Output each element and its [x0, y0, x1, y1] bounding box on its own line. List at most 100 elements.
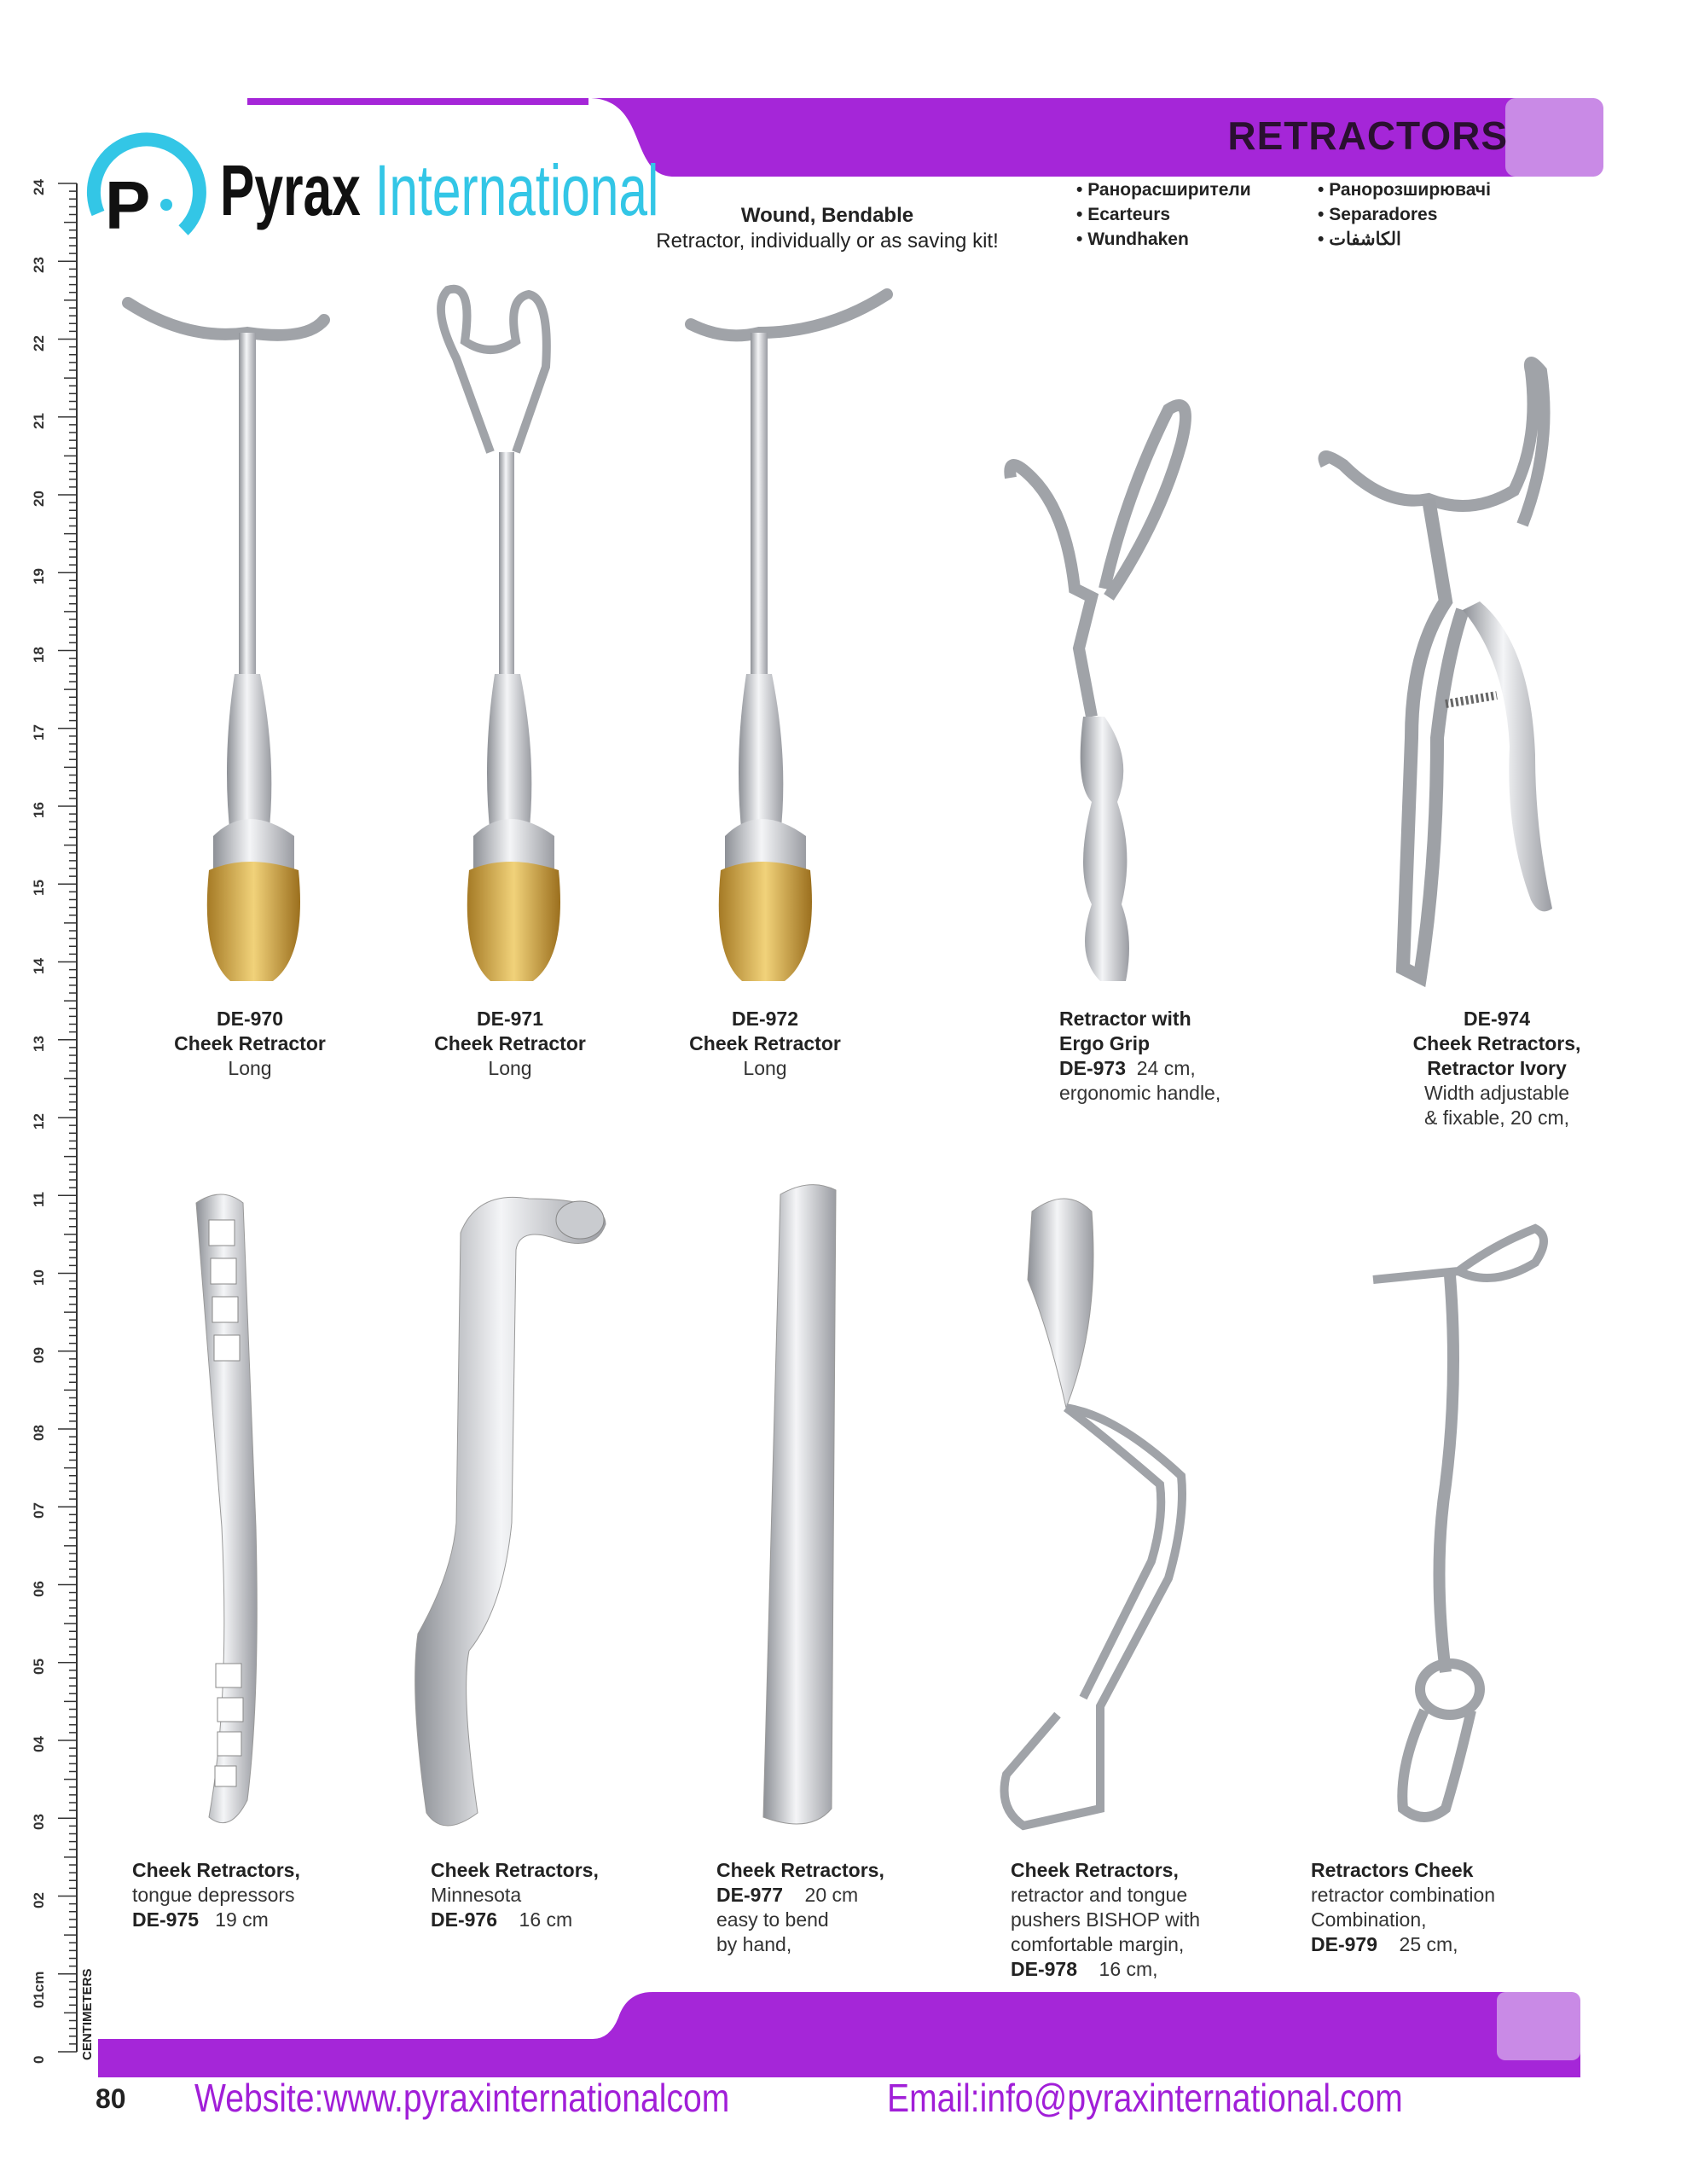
svg-text:P: P [105, 167, 150, 243]
languages-col2: Ранорозширювачі Separadores الكاشفات [1318, 177, 1491, 252]
lang-item: Ecarteurs [1076, 202, 1251, 227]
product-caption-de974: DE-974 Cheek Retractors, Retractor Ivory… [1369, 1007, 1625, 1130]
email-link[interactable]: Email:info@pyraxinternational.com [887, 2076, 1403, 2120]
product-name: Retractor with [1059, 1008, 1191, 1030]
product-desc: by hand, [716, 1933, 792, 1955]
product-desc: Combination, [1311, 1908, 1427, 1931]
product-desc: easy to bend [716, 1908, 829, 1931]
product-size: 24 cm, [1136, 1057, 1196, 1079]
product-name: Cheek Retractor [174, 1032, 326, 1054]
product-caption-de979: Retractors Cheek retractor combination C… [1311, 1858, 1495, 1957]
product-desc: comfortable margin, [1011, 1933, 1185, 1955]
ruler-tick-label: 15 [31, 880, 47, 897]
product-name: Ergo Grip [1059, 1032, 1151, 1054]
product-name: Cheek Retractors, [132, 1859, 300, 1881]
product-caption-de970: DE-970 Cheek Retractor Long [122, 1007, 378, 1081]
lang-item: Ранорасширители [1076, 177, 1250, 202]
product-caption-de976: Cheek Retractors, Minnesota DE-976 16 cm [431, 1858, 599, 1932]
product-desc: Long [743, 1057, 787, 1079]
lang-item: Separadores [1318, 202, 1491, 227]
product-desc: retractor combination [1311, 1884, 1496, 1906]
product-code: DE-974 [1464, 1008, 1530, 1030]
instrument-image-de974 [1318, 357, 1552, 988]
product-name: Cheek Retractor [434, 1032, 586, 1054]
product-caption-de977: Cheek Retractors, DE-977 20 cm easy to b… [716, 1858, 884, 1957]
ruler-tick-label: 23 [31, 257, 47, 274]
product-code: DE-972 [732, 1008, 798, 1030]
product-name: Cheek Retractors, [1412, 1032, 1581, 1054]
ruler-tick-label: 11 [31, 1192, 47, 1208]
product-name: Retractors Cheek [1311, 1859, 1474, 1881]
product-name: Cheek Retractors, [716, 1859, 884, 1881]
instrument-image-de970 [122, 297, 330, 981]
product-caption-de971: DE-971 Cheek Retractor Long [382, 1007, 638, 1081]
product-caption-de978: Cheek Retractors, retractor and tongue p… [1011, 1858, 1200, 1982]
ruler-tick-label: 03 [31, 1814, 47, 1831]
product-size: 16 cm, [1099, 1958, 1158, 1980]
ruler-tick-label: 20 [31, 491, 47, 507]
product-desc: Minnesota [431, 1884, 522, 1906]
product-caption-de973: Retractor with Ergo Grip DE-973 24 cm, e… [1059, 1007, 1220, 1106]
instrument-image-de973 [1004, 399, 1191, 981]
ruler-tick-label: 24 [31, 179, 47, 195]
ruler-tick-label: 04 [31, 1736, 47, 1752]
ruler-tick-label: 0 [31, 2055, 47, 2064]
product-code: DE-970 [217, 1008, 283, 1030]
ruler-tick-label: 09 [31, 1346, 47, 1363]
product-desc: Long [228, 1057, 272, 1079]
lang-item: Wundhaken [1076, 227, 1251, 252]
instrument-image-de972 [685, 288, 893, 981]
product-code: DE-978 [1011, 1958, 1077, 1980]
logo-icon: P [86, 132, 206, 243]
languages-col1: Ранорасширители Ecarteurs Wundhaken [1076, 177, 1251, 252]
ruler-tick-label: 16 [31, 802, 47, 818]
product-size: 20 cm [804, 1884, 859, 1906]
instrument-image-de976 [415, 1196, 606, 1827]
product-name: Cheek Retractors, [431, 1859, 599, 1881]
ruler-tick-label: 14 [31, 957, 47, 974]
product-desc: pushers BISHOP with [1011, 1908, 1201, 1931]
lang-item: الكاشفات [1318, 227, 1491, 252]
brand-part2: International [374, 150, 659, 230]
product-name: Cheek Retractor [689, 1032, 841, 1054]
product-desc: & fixable, 20 cm, [1423, 1107, 1570, 1129]
product-name: Cheek Retractors, [1011, 1859, 1179, 1881]
ruler-tick-label: 08 [31, 1425, 47, 1441]
product-desc: Long [488, 1057, 532, 1079]
ruler-tick-label: 13 [31, 1035, 47, 1052]
ruler-tick-label: 06 [31, 1580, 47, 1597]
footer-band [98, 1992, 1580, 2077]
product-code: DE-975 [132, 1908, 199, 1931]
product-code: DE-979 [1311, 1933, 1377, 1955]
ruler-tick-label: 19 [31, 568, 47, 585]
ruler-tick-label: 12 [31, 1113, 47, 1130]
product-size: 19 cm [215, 1908, 269, 1931]
instrument-image-de971 [437, 284, 560, 981]
product-size: 16 cm [519, 1908, 573, 1931]
brand-name: Pyrax International [220, 149, 658, 232]
subtitle-text: Retractor, individually or as saving kit… [656, 229, 999, 253]
product-desc: Width adjustable [1423, 1082, 1570, 1104]
instrument-image-de975 [195, 1194, 258, 1824]
ruler-tick-label: 17 [31, 723, 47, 741]
instrument-image-de977 [762, 1184, 837, 1825]
ruler-tick-label: 22 [31, 334, 47, 351]
ruler-tick-label: 10 [31, 1269, 47, 1286]
product-desc: retractor and tongue [1011, 1884, 1188, 1906]
website-link[interactable]: Website:www.pyraxinternationalcom [194, 2076, 730, 2120]
product-desc: tongue depressors [132, 1884, 295, 1906]
product-code: DE-971 [477, 1008, 543, 1030]
instrument-image-de979 [1372, 1223, 1548, 1822]
ruler-label: CENTIMETERS [80, 1968, 95, 2060]
page-title: RETRACTORS [1227, 113, 1508, 158]
ruler-tick-label: 07 [31, 1502, 47, 1519]
ruler-tick-label: 18 [31, 646, 47, 663]
product-desc: ergonomic handle, [1059, 1082, 1221, 1104]
ruler-tick-label: 02 [31, 1891, 47, 1908]
product-caption-de972: DE-972 Cheek Retractor Long [637, 1007, 893, 1081]
instrument-image-de978 [1000, 1198, 1186, 1831]
subtitle: Wound, Bendable Retractor, individually … [614, 203, 1041, 254]
lang-item: Ранорозширювачі [1318, 177, 1491, 202]
page-number: 80 [96, 2083, 126, 2114]
